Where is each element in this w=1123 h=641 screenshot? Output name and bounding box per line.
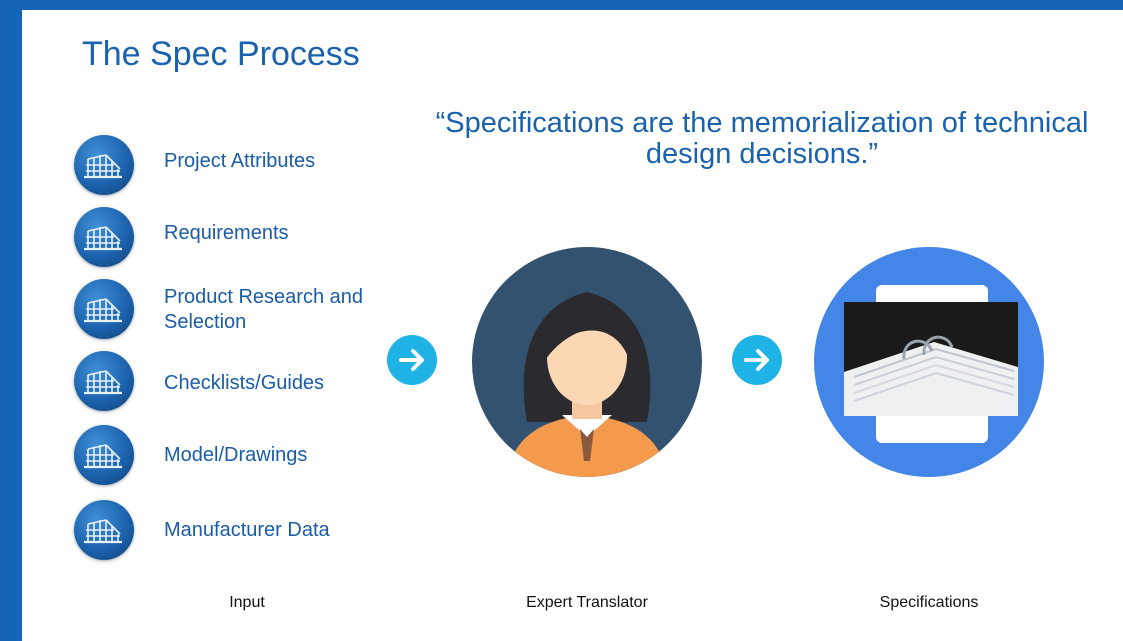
slide: The Spec Process “Specifications are the… xyxy=(22,10,1123,641)
building-frame-icon xyxy=(74,207,134,267)
arrow-right-icon xyxy=(387,335,437,385)
expert-translator-avatar xyxy=(472,247,702,477)
building-frame-icon xyxy=(74,351,134,411)
input-label: Model/Drawings xyxy=(164,444,308,466)
column-label-translator: Expert Translator xyxy=(526,594,648,611)
column-label-input: Input xyxy=(229,594,265,611)
input-label: Manufacturer Data xyxy=(164,519,330,541)
arrow-right-icon xyxy=(732,335,782,385)
building-frame-icon xyxy=(74,500,134,560)
building-frame-icon xyxy=(74,425,134,485)
input-item-checklists: Checklists/Guides xyxy=(74,351,414,415)
input-item-model-drawings: Model/Drawings xyxy=(74,425,414,489)
input-label: Checklists/Guides xyxy=(164,372,325,394)
building-frame-icon xyxy=(74,279,134,339)
quote-text: “Specifications are the memorialization … xyxy=(435,107,1089,170)
specifications-document-image xyxy=(814,247,1044,477)
input-item-project-attributes: Project Attributes xyxy=(74,135,414,199)
input-label: Project Attributes xyxy=(164,150,316,172)
building-frame-icon xyxy=(74,135,134,195)
input-label: Requirements xyxy=(164,222,289,244)
input-item-manufacturer-data: Manufacturer Data xyxy=(74,500,414,564)
input-label: Product Research and Selection xyxy=(164,286,364,333)
input-item-product-research: Product Research and Selection xyxy=(74,279,414,343)
input-item-requirements: Requirements xyxy=(74,207,414,271)
page-title: The Spec Process xyxy=(82,35,360,73)
column-label-specifications: Specifications xyxy=(879,594,979,611)
